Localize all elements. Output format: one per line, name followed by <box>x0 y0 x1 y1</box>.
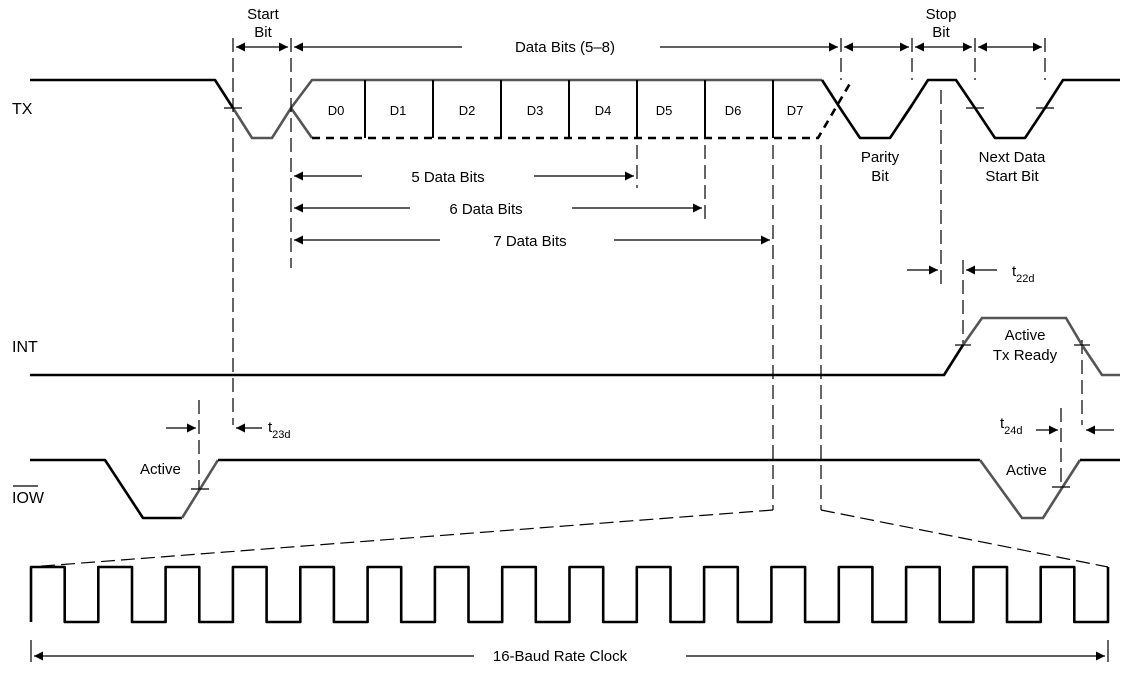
tx-bit-boundaries <box>364 80 774 138</box>
data-bit-label-d1: D1 <box>390 103 407 118</box>
clock-span-arrow: 16-Baud Rate Clock <box>30 640 1109 665</box>
active-tx-ready-line1: Active <box>1005 327 1046 344</box>
parity-bit-label-line1: Parity <box>861 149 900 166</box>
tx-waveform <box>30 78 1120 140</box>
reference-lines <box>198 38 1083 510</box>
tx-signal-label: TX <box>12 101 33 118</box>
data-bit-label-d0: D0 <box>328 103 345 118</box>
t24d-label: t24d <box>1000 415 1023 437</box>
data-bit-label-d3: D3 <box>527 103 544 118</box>
top-annotations: Start Bit Data Bits (5–8) Stop Bit <box>236 6 1042 56</box>
active-tx-ready-line2: Tx Ready <box>993 347 1058 364</box>
iow-active-right-label: Active <box>1006 462 1047 479</box>
stop-bit-label-line1: Stop <box>926 6 957 23</box>
zoom-lines <box>29 509 1109 568</box>
data-bit-label-d7: D7 <box>787 103 804 118</box>
t24d-timing: t24d <box>1000 415 1114 437</box>
t22d-timing: t22d <box>907 263 1035 285</box>
next-data-label-line2: Start Bit <box>985 168 1039 185</box>
data-bit-label-d4: D4 <box>595 103 612 118</box>
data-bit-labels: D0 D1 D2 D3 D4 D5 D6 D7 <box>328 103 804 118</box>
data-bits-label: Data Bits (5–8) <box>515 39 615 56</box>
svg-text:IOW: IOW <box>12 490 45 507</box>
int-waveform <box>30 316 1120 377</box>
iow-active-left-label: Active <box>140 461 181 478</box>
start-bit-label-line2: Bit <box>254 24 272 41</box>
iow-waveform <box>30 458 1120 520</box>
stop-bit-label-line2: Bit <box>932 24 950 41</box>
next-data-label-line1: Next Data <box>979 149 1046 166</box>
t23d-timing: t23d <box>166 419 291 441</box>
clock-label: 16-Baud Rate Clock <box>493 648 628 665</box>
t22d-label: t22d <box>1012 263 1035 285</box>
data-bit-label-d5: D5 <box>656 103 673 118</box>
parity-bit-label-line2: Bit <box>871 168 889 185</box>
five-data-bits-label: 5 Data Bits <box>411 169 484 186</box>
int-signal-label: INT <box>12 339 38 356</box>
data-bit-label-d6: D6 <box>725 103 742 118</box>
start-bit-label-line1: Start <box>247 6 280 23</box>
iow-signal-label: IOW <box>12 485 45 507</box>
six-data-bits-label: 6 Data Bits <box>449 201 522 218</box>
baud-clock-waveform <box>29 565 1110 624</box>
data-bit-count-arrows: 5 Data Bits 6 Data Bits 7 Data Bits <box>294 169 770 250</box>
t23d-label: t23d <box>268 419 291 441</box>
seven-data-bits-label: 7 Data Bits <box>493 233 566 250</box>
data-bit-label-d2: D2 <box>459 103 476 118</box>
